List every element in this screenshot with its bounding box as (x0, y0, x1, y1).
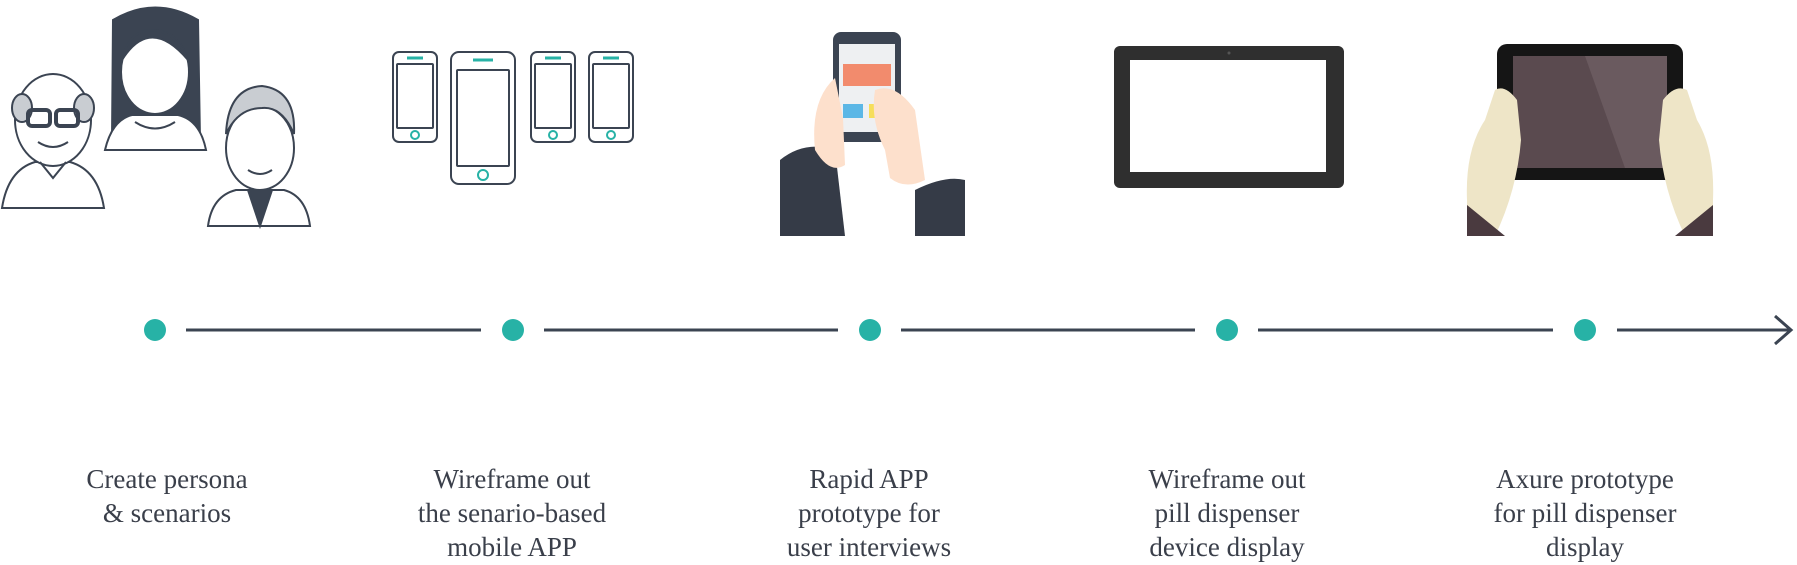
step-label-create-persona: Create persona & scenarios (86, 464, 248, 528)
timeline-dot (1574, 319, 1596, 341)
timeline-dot (859, 319, 881, 341)
step-label-axure-prototype: Axure prototype for pill dispenser displ… (1493, 464, 1677, 562)
timeline-dot (144, 319, 166, 341)
timeline (144, 314, 1794, 346)
phone-wireframes-icon (392, 51, 634, 185)
timeline-arrow-icon (1774, 314, 1794, 346)
step-label-wireframe-app: Wireframe out the senario-based mobile A… (417, 464, 607, 562)
hands-holding-phone-icon (780, 32, 965, 236)
timeline-dot (1216, 319, 1238, 341)
step-label-rapid-prototype: Rapid APP prototype for user interviews (786, 464, 952, 562)
personas-icon (0, 6, 312, 230)
timeline-dot (502, 319, 524, 341)
tablet-landscape-icon (1114, 46, 1344, 188)
step-label-wireframe-device: Wireframe out pill dispenser device disp… (1148, 464, 1306, 562)
hands-holding-tablet-icon (1466, 44, 1714, 236)
